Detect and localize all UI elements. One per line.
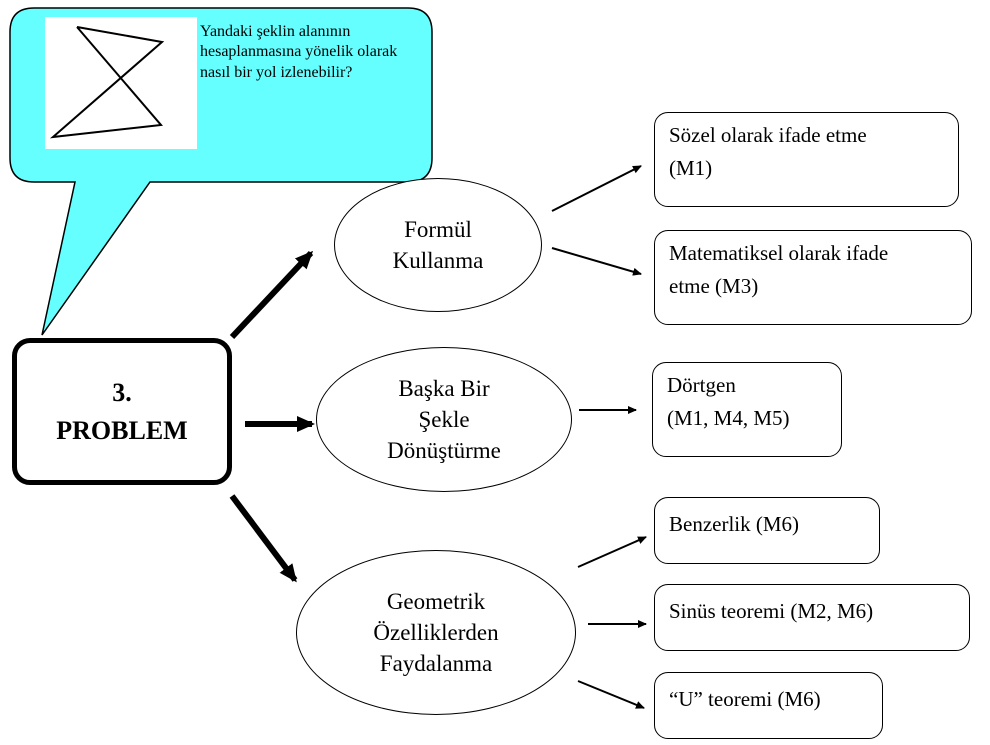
arrow-to-similarity (577, 536, 647, 568)
method-u-theorem-line1: “U” teoremi (M6) (669, 687, 821, 711)
problem-box: 3. PROBLEM (12, 338, 232, 485)
method-similarity: Benzerlik (M6) (654, 497, 880, 564)
problem-number: 3. (112, 377, 132, 407)
approach-transform: Başka Bir Şekle Dönüştürme (316, 347, 572, 492)
approach-transform-line1: Başka Bir (398, 375, 490, 401)
method-verbal: Sözel olarak ifade etme (M1) (654, 112, 959, 207)
question-text: Yandaki şeklin alanının hesaplanmasına y… (200, 23, 398, 81)
method-verbal-line1: Sözel olarak ifade etme (669, 123, 867, 147)
bowtie-figure (49, 26, 165, 139)
approach-formula-line1: Formül (404, 216, 472, 242)
method-mathematical: Matematiksel olarak ifade etme (M3) (654, 230, 972, 325)
arrow-to-m3 (551, 247, 642, 276)
method-sine-theorem-line1: Sinüs teoremi (M2, M6) (669, 599, 874, 623)
method-sine-theorem: Sinüs teoremi (M2, M6) (654, 584, 970, 651)
approach-geometric-line2: Özelliklerden (373, 619, 499, 645)
arrow-to-u-theorem (577, 680, 645, 709)
method-quadrilateral-line2: (M1, M4, M5) (667, 405, 790, 430)
method-mathematical-line2: etme (M3) (669, 273, 759, 298)
approach-geometric: Geometrik Özelliklerden Faydalanma (296, 550, 576, 715)
method-similarity-line1: Benzerlik (M6) (669, 512, 800, 536)
method-quadrilateral: Dörtgen (M1, M4, M5) (652, 362, 842, 457)
problem-label: PROBLEM (56, 415, 188, 445)
approach-geometric-line3: Faydalanma (379, 651, 493, 677)
arrow-to-formula (229, 250, 314, 340)
method-u-theorem: “U” teoremi (M6) (654, 672, 883, 739)
arrow-to-m1 (551, 165, 642, 212)
arrow-to-geometric (229, 494, 298, 583)
approach-formula: Formül Kullanma (334, 178, 542, 312)
method-quadrilateral-line1: Dörtgen (667, 373, 736, 397)
method-mathematical-line1: Matematiksel olarak ifade (669, 241, 889, 265)
method-verbal-line2: (M1) (669, 155, 713, 180)
approach-geometric-line1: Geometrik (386, 588, 486, 614)
approach-formula-line2: Kullanma (392, 248, 484, 273)
approach-transform-line3: Dönüştürme (387, 438, 501, 464)
figure-panel (45, 17, 197, 149)
approach-transform-line2: Şekle (418, 406, 470, 432)
